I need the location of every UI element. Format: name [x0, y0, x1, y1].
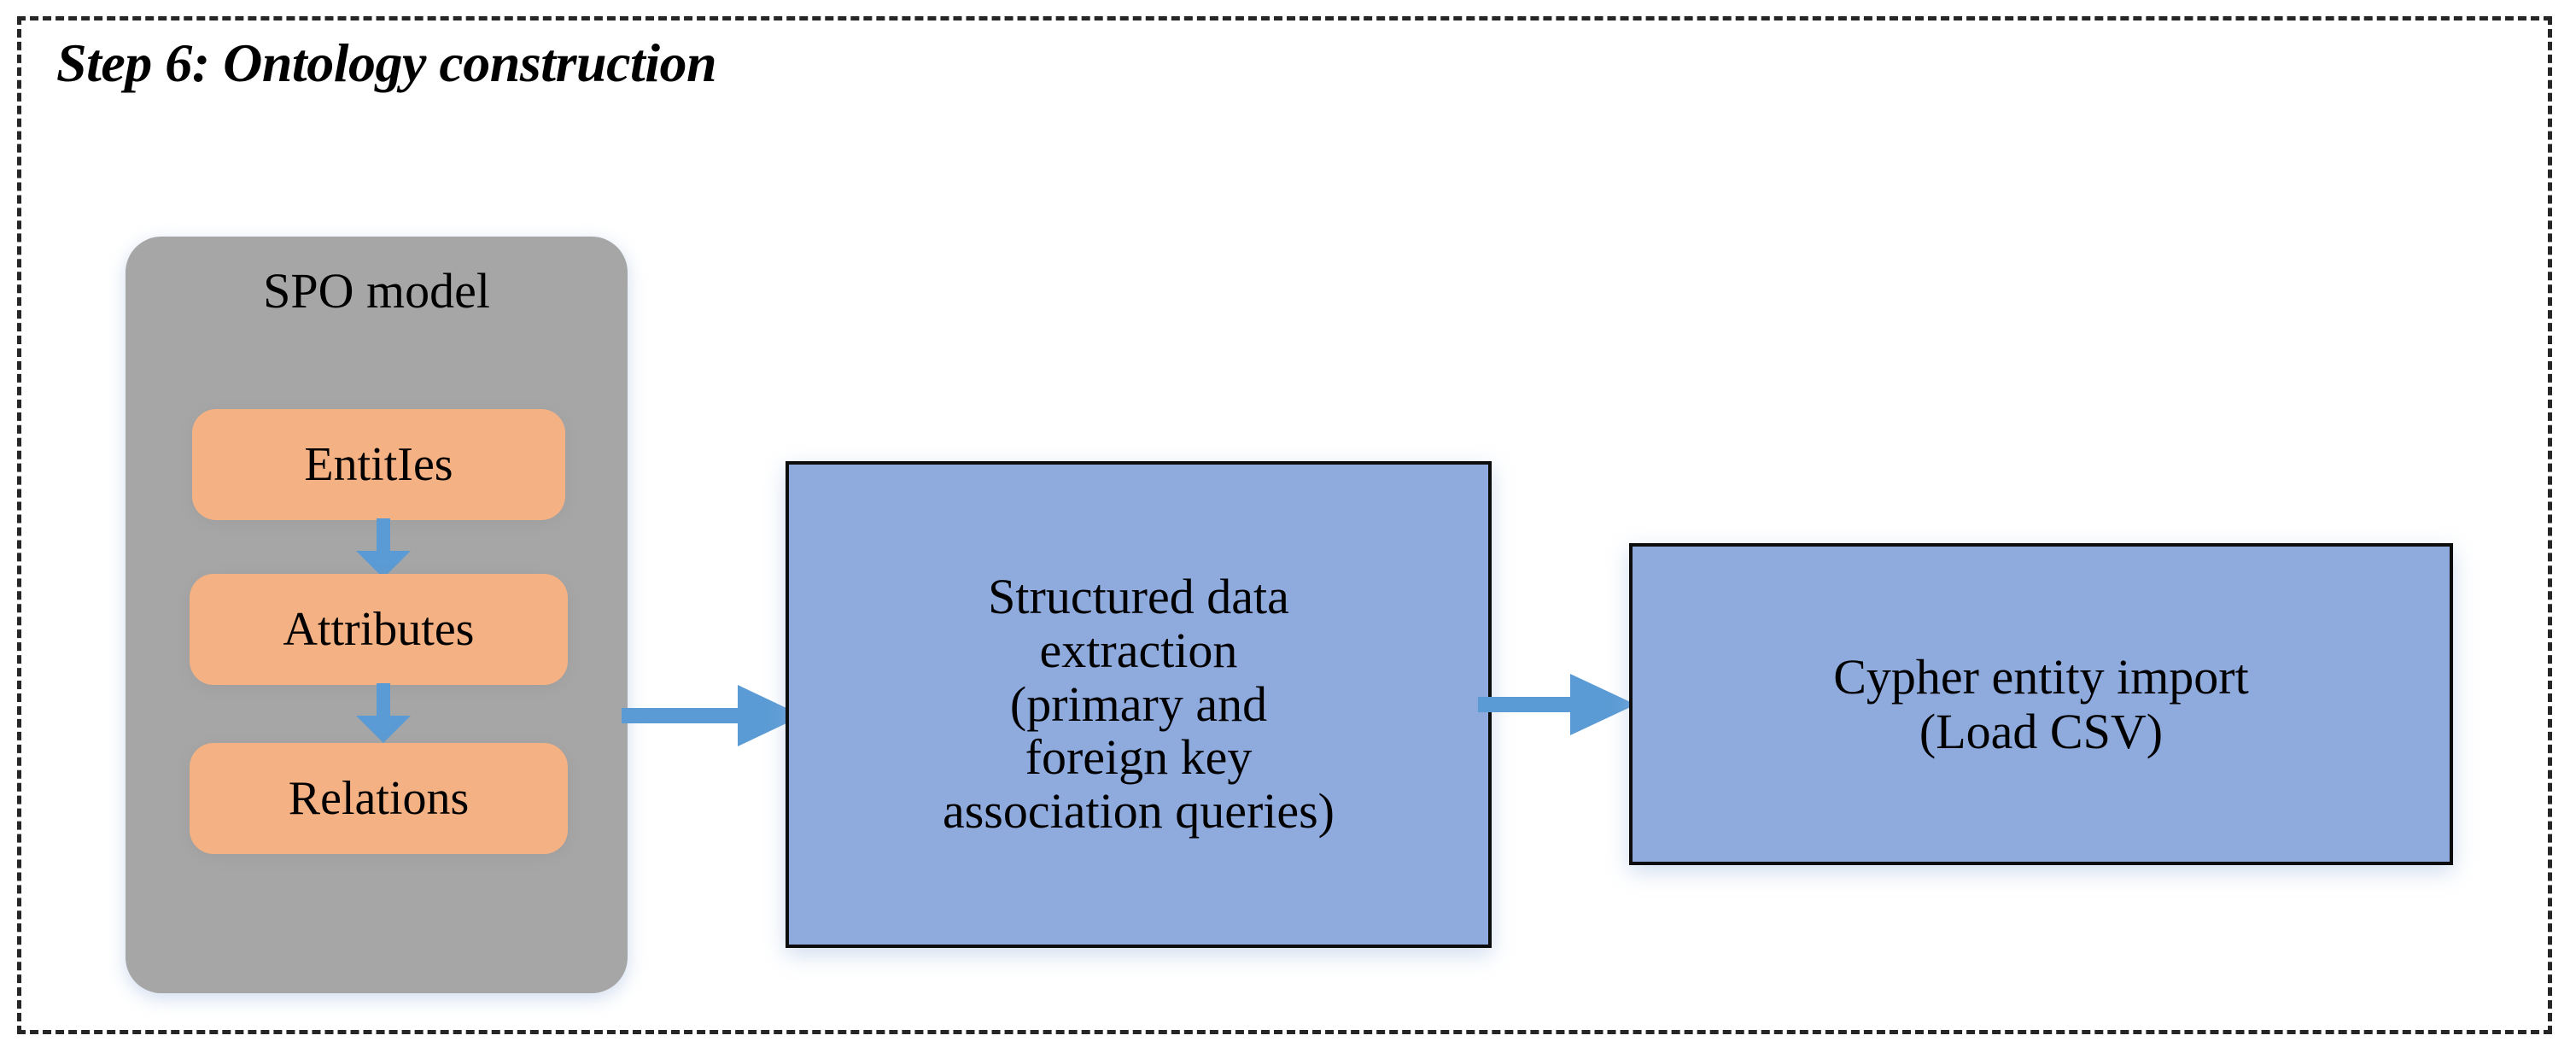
spo-item-entities[interactable]: EntitIes	[192, 409, 565, 520]
spo-item-relations-label: Relations	[288, 772, 470, 825]
spo-item-attributes-label: Attributes	[283, 603, 475, 656]
arrow-down-attributes-to-relations-icon	[341, 683, 426, 743]
spo-item-relations[interactable]: Relations	[190, 743, 568, 854]
text-line: foreign key	[1025, 729, 1253, 786]
text-line: association queries)	[942, 782, 1335, 839]
arrow-right-spo-to-extraction-icon	[622, 675, 803, 757]
spo-item-entities-label: EntitIes	[304, 438, 453, 491]
dashed-frame-border	[17, 16, 2552, 1034]
text-line: (primary and	[1009, 676, 1268, 732]
text-line: Structured data	[988, 569, 1289, 625]
process-box-structured-data-extraction-text: Structured data extraction (primary and …	[931, 570, 1346, 838]
spo-model-group-label: SPO model	[263, 263, 490, 319]
arrow-down-entities-to-attributes-icon	[341, 518, 426, 578]
spo-model-group: SPO model EntitIes Attributes Relations	[126, 237, 628, 993]
process-box-structured-data-extraction[interactable]: Structured data extraction (primary and …	[786, 461, 1492, 948]
process-box-cypher-entity-import[interactable]: Cypher entity import (Load CSV)	[1629, 543, 2453, 865]
text-line: extraction	[1039, 623, 1238, 679]
text-line: Cypher entity import	[1833, 648, 2249, 705]
text-line: (Load CSV)	[1919, 703, 2164, 759]
arrow-right-extraction-to-cypher-icon	[1478, 664, 1636, 746]
process-box-cypher-entity-import-text: Cypher entity import (Load CSV)	[1821, 648, 2261, 759]
page-title: Step 6: Ontology construction	[56, 32, 717, 93]
spo-item-attributes[interactable]: Attributes	[190, 574, 568, 685]
